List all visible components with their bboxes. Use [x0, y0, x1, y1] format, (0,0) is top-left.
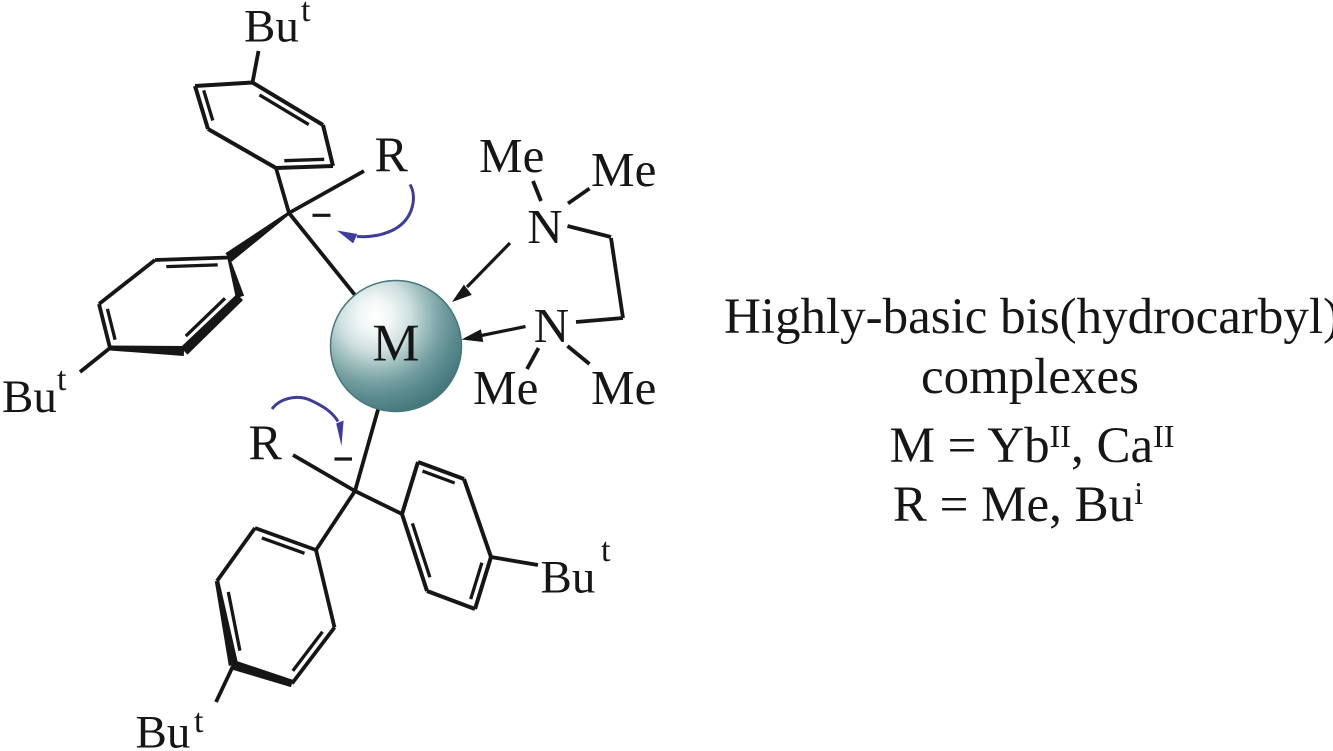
- svg-text:complexes: complexes: [921, 349, 1139, 405]
- svg-text:Bu: Bu: [244, 1, 299, 53]
- svg-text:Me: Me: [473, 360, 538, 415]
- svg-text:Me: Me: [591, 360, 656, 415]
- svg-text:Highly-basic bis(hydrocarbyl): Highly-basic bis(hydrocarbyl): [724, 289, 1333, 345]
- svg-text:R = Me, Bui: R = Me, Bui: [893, 475, 1143, 533]
- svg-text:t: t: [194, 703, 204, 740]
- svg-text:R: R: [375, 126, 409, 182]
- svg-text:M: M: [372, 315, 419, 373]
- svg-text:M = YbII, CaII: M = YbII, CaII: [890, 418, 1175, 474]
- svg-text:Me: Me: [591, 142, 656, 197]
- svg-text:N: N: [534, 298, 569, 353]
- svg-text:Bu: Bu: [2, 371, 57, 423]
- svg-text:R: R: [249, 414, 283, 470]
- svg-text:N: N: [527, 199, 562, 254]
- svg-text:Bu: Bu: [136, 707, 191, 751]
- svg-text:t: t: [301, 0, 311, 29]
- svg-text:t: t: [57, 361, 67, 398]
- svg-text:t: t: [601, 532, 611, 569]
- svg-text:Bu: Bu: [541, 552, 596, 604]
- svg-text:Me: Me: [479, 128, 544, 183]
